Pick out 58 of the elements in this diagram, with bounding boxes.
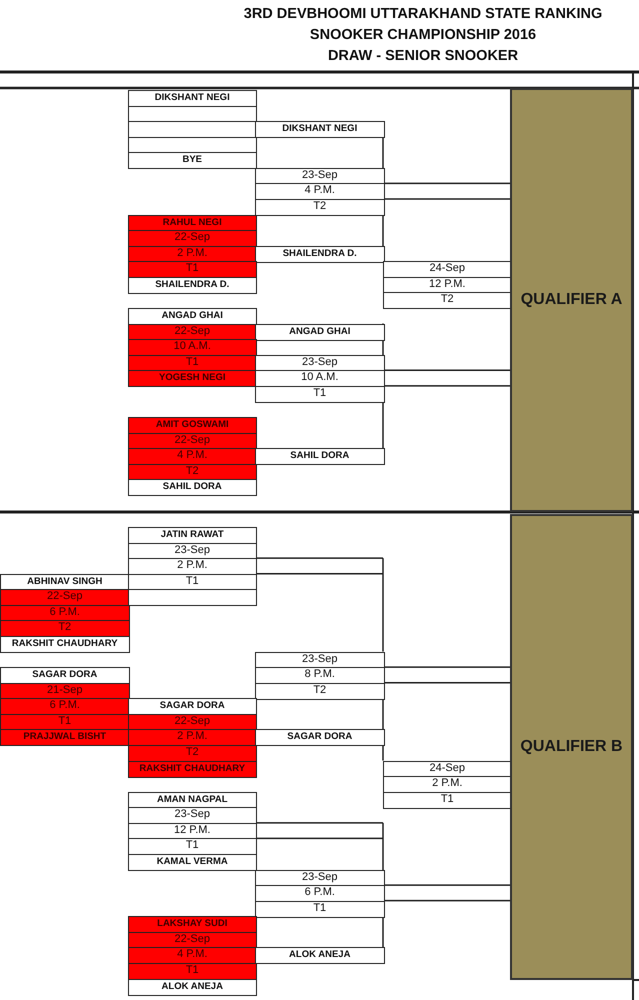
table-number-cell: T2 [255, 198, 384, 216]
player-name-cell: LAKSHAY SUDI [128, 916, 256, 934]
match-date-cell: 24-Sep [383, 261, 512, 278]
player-name-cell: BYE [128, 152, 256, 170]
match-date-cell: 22-Sep [0, 589, 130, 606]
table-number-cell: T1 [383, 792, 512, 809]
player-name-cell: SAGAR DORA [0, 667, 130, 684]
match-time-cell: 2 P.M. [128, 558, 256, 576]
player-name-cell: ABHINAV SINGH [0, 574, 130, 591]
player-name-cell: RAHUL NEGI [128, 214, 256, 232]
table-number-cell: T2 [383, 292, 512, 310]
player-name-cell: ANGAD GHAI [128, 308, 256, 326]
player-name-cell: RAKSHIT CHAUDHARY [0, 636, 130, 654]
player-name-cell: KAMAL VERMA [128, 854, 256, 872]
match-date-cell: 23-Sep [255, 652, 384, 669]
match-date-cell: 22-Sep [128, 230, 256, 248]
player-name-cell: AMAN NAGPAL [128, 792, 256, 809]
player-name-cell: SAHIL DORA [255, 448, 384, 466]
title: 3RD DEVBHOOMI UTTARAKHAND STATE RANKING SNOOKER CHAMPIONSHIP 2016 [242, 5, 604, 45]
table-number-cell: T1 [255, 386, 384, 403]
match-time-cell: 10 A.M. [255, 370, 384, 388]
match-time-cell: 8 P.M. [255, 667, 384, 684]
player-name-cell: ALOK ANEJA [128, 978, 256, 996]
match-time-cell: 4 P.M. [128, 448, 256, 466]
table-number-cell: T1 [128, 838, 256, 856]
qualifier-band: QUALIFIER A [510, 88, 633, 512]
player-name-cell: ANGAD GHAI [255, 324, 384, 341]
table-number-cell: T1 [128, 261, 256, 278]
player-name-cell: SHAILENDRA D. [128, 276, 256, 294]
qualifier-band: QUALIFIER B [510, 514, 633, 980]
match-time-cell: 2 P.M. [128, 729, 256, 746]
table-number-cell: T2 [255, 682, 384, 700]
match-time-cell: 2 P.M. [383, 776, 512, 794]
player-name-cell: RAKSHIT CHAUDHARY [128, 760, 256, 778]
match-time-cell: 4 P.M. [255, 183, 384, 200]
match-time-cell: 4 P.M. [128, 947, 256, 964]
table-number-cell: T2 [0, 620, 130, 638]
match-date-cell: 23-Sep [128, 807, 256, 824]
match-time-cell: 10 A.M. [128, 339, 256, 356]
match-date-cell: 24-Sep [383, 760, 512, 778]
player-name-cell: JATIN RAWAT [128, 527, 256, 544]
match-date-cell: 23-Sep [255, 168, 384, 185]
match-time-cell: 6 P.M. [255, 885, 384, 902]
player-name-cell: SHAILENDRA D. [255, 246, 384, 263]
player-name-cell: ALOK ANEJA [255, 947, 384, 964]
table-number-cell: T1 [255, 900, 384, 918]
player-name-cell: SAHIL DORA [128, 479, 256, 496]
player-name-cell: YOGESH NEGI [128, 370, 256, 388]
player-name-cell: PRAJJWAL BISHT [0, 729, 130, 746]
match-date-cell: 23-Sep [255, 870, 384, 887]
player-name-cell: DIKSHANT NEGI [128, 90, 256, 108]
player-name-cell: AMIT GOSWAMI [128, 416, 256, 434]
player-name-cell: DIKSHANT NEGI [255, 121, 384, 138]
match-time-cell: 6 P.M. [0, 698, 130, 716]
player-name-cell: SAGAR DORA [128, 698, 256, 716]
player-name-cell: SAGAR DORA [255, 729, 384, 746]
match-date-cell: 23-Sep [255, 354, 384, 372]
subtitle: DRAW - SENIOR SNOOKER [326, 47, 520, 66]
